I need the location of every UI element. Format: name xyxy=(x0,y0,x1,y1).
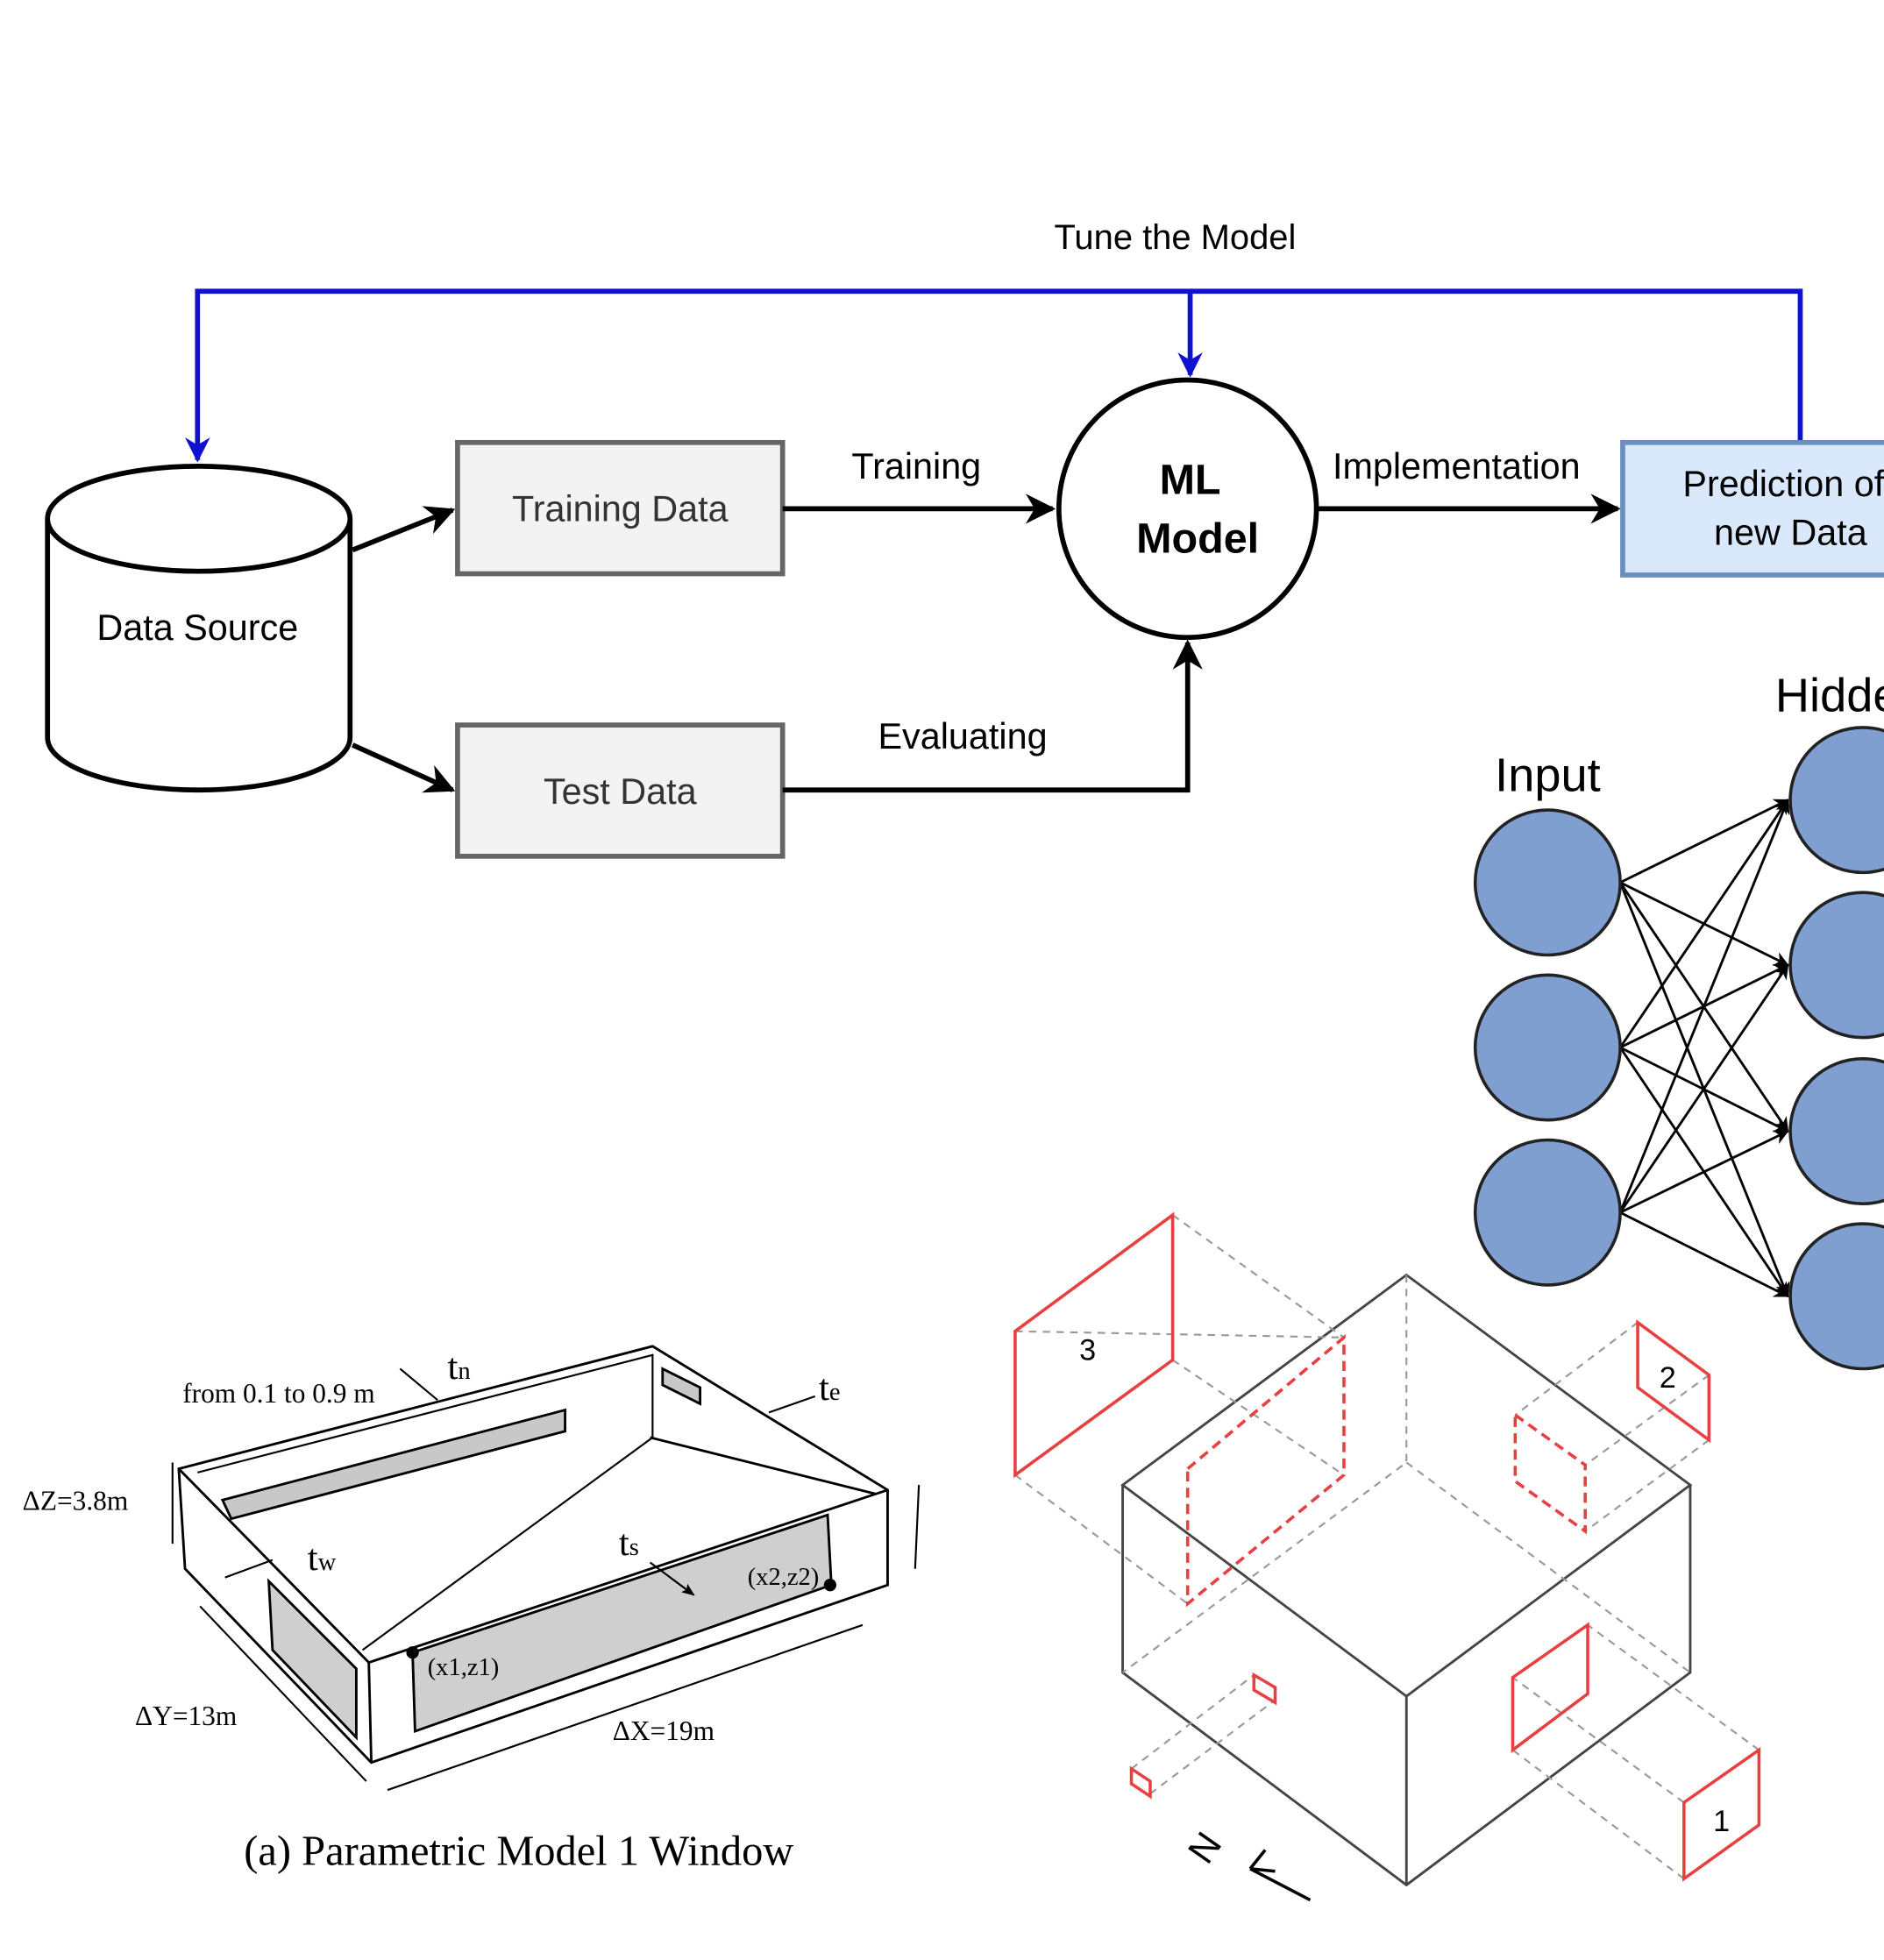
tune-feedback-loop: Tune the Model xyxy=(185,218,1803,463)
neural-network: Input Hidden xyxy=(1473,669,1884,1371)
parametric-model-2 xyxy=(1013,1211,1761,1902)
hidden-node xyxy=(1788,1057,1884,1206)
data-source-label: Data Source xyxy=(96,607,298,648)
window-1-label: 1 xyxy=(1713,1805,1730,1838)
nn-edge xyxy=(1619,799,1789,884)
hidden-node xyxy=(1788,1222,1884,1371)
nn-edge xyxy=(1618,963,1789,1214)
window-3-label: 3 xyxy=(1079,1334,1096,1367)
training-edge-label: Training xyxy=(851,446,981,486)
hidden-node xyxy=(1788,726,1884,875)
model-a-caption: (a) Parametric Model 1 Window xyxy=(244,1829,793,1875)
hidden-node xyxy=(1788,891,1884,1040)
point2-label: (x2,z2) xyxy=(748,1564,820,1591)
prediction-box: Prediction of new Data xyxy=(1620,439,1884,578)
window-2-label: 2 xyxy=(1660,1361,1676,1395)
evaluating-edge-label: Evaluating xyxy=(878,716,1047,756)
data-source-cylinder: Data Source xyxy=(45,464,353,793)
model-label-line1: ML xyxy=(1160,456,1221,503)
test-data-box: Test Data xyxy=(455,722,786,859)
input-node xyxy=(1473,808,1622,957)
tune-label: Tune the Model xyxy=(1055,218,1297,257)
prediction-label-line2: new Data xyxy=(1714,513,1867,553)
input-node xyxy=(1473,973,1622,1122)
training-data-box: Training Data xyxy=(455,439,786,577)
dz-label: ΔZ=3.8m xyxy=(23,1486,129,1516)
north-arrow-icon xyxy=(1248,1849,1312,1902)
nn-edge xyxy=(1618,799,1790,1213)
thickness-range-label: from 0.1 to 0.9 m xyxy=(182,1378,375,1409)
model-b-labels: 3 2 1 N xyxy=(1079,1334,1730,1871)
point1-label: (x1,z1) xyxy=(428,1654,500,1681)
parametric-model-1 xyxy=(171,1345,921,1792)
nn-edge xyxy=(1619,1130,1789,1214)
input-node xyxy=(1473,1138,1622,1287)
north-label: N xyxy=(1180,1825,1230,1871)
model-label-line2: Model xyxy=(1136,515,1259,562)
ts-label: ts xyxy=(619,1523,639,1564)
model-a-labels: from 0.1 to 0.9 m tn te tw ts ΔZ=3.8m ΔY… xyxy=(23,1346,841,1875)
hidden-layer-label: Hidden xyxy=(1775,669,1884,721)
nn-edge xyxy=(1618,799,1789,1048)
te-label: te xyxy=(819,1367,841,1409)
implementation-edge-label: Implementation xyxy=(1333,446,1581,486)
test-data-label: Test Data xyxy=(544,771,697,812)
nn-edge xyxy=(1619,1211,1789,1298)
tw-label: tw xyxy=(308,1537,337,1579)
dy-label: ΔY=13m xyxy=(135,1701,237,1731)
input-layer-label: Input xyxy=(1495,749,1601,802)
dx-label: ΔX=19m xyxy=(613,1715,714,1746)
tn-label: tn xyxy=(448,1346,471,1388)
prediction-label-line1: Prediction of xyxy=(1682,464,1884,504)
ml-model-node: ML Model xyxy=(1056,377,1319,641)
training-data-label: Training Data xyxy=(512,489,729,529)
